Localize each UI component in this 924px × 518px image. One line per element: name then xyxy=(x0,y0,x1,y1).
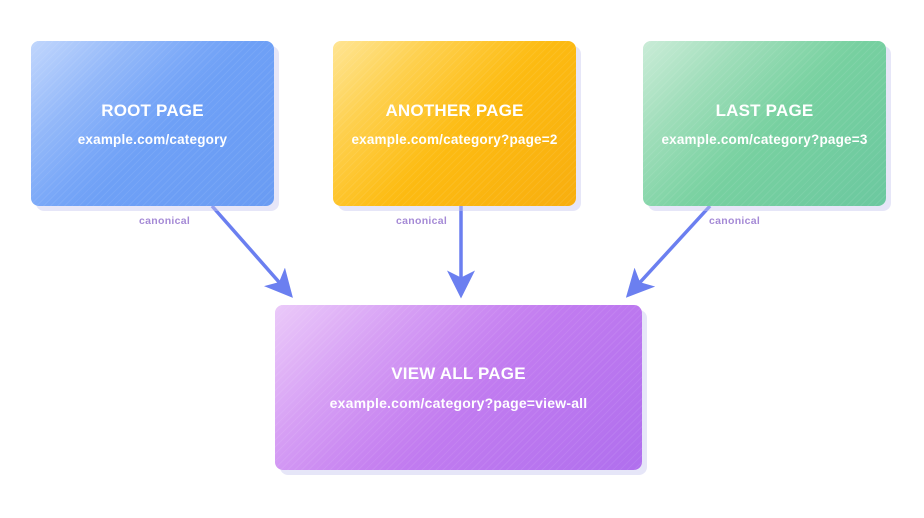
node-title: ANOTHER PAGE xyxy=(385,100,524,120)
node-root-page: ROOT PAGE example.com/category xyxy=(31,41,274,206)
edge-label-canonical: canonical xyxy=(139,215,191,227)
node-title: VIEW ALL PAGE xyxy=(391,364,526,383)
arrow-root-to-viewall xyxy=(210,204,293,298)
edge-label-canonical: canonical xyxy=(396,215,448,227)
node-url: example.com/category?page=3 xyxy=(661,131,868,147)
edge-label-canonical: canonical xyxy=(709,215,761,227)
node-url: example.com/category?page=2 xyxy=(351,131,558,147)
node-last-page: LAST PAGE example.com/category?page=3 xyxy=(643,41,886,206)
node-title: LAST PAGE xyxy=(715,100,814,120)
node-view-all-page: VIEW ALL PAGE example.com/category?page=… xyxy=(275,305,642,470)
arrow-last-to-viewall xyxy=(625,204,712,298)
node-title: ROOT PAGE xyxy=(101,100,204,120)
node-url: example.com/category xyxy=(77,131,228,147)
node-url: example.com/category?page=view-all xyxy=(329,395,588,411)
node-another-page: ANOTHER PAGE example.com/category?page=2 xyxy=(333,41,576,206)
